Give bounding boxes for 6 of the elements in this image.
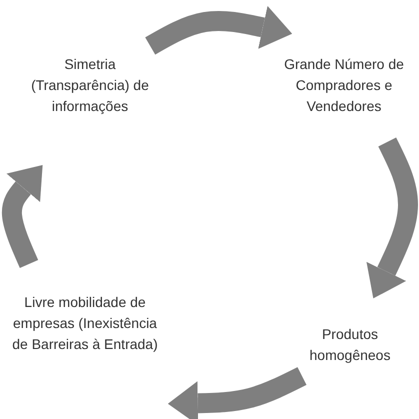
node-label: Simetria (Transparência) de informações bbox=[30, 54, 150, 116]
node-label: Produtos homogêneos bbox=[308, 325, 392, 365]
node-label: Livre mobilidade de empresas (Inexistência de Barreiras à Entrada) bbox=[11, 292, 159, 354]
curved-arrow bbox=[168, 367, 306, 419]
node-label: Grande Número de Compradores e Vendedores bbox=[283, 54, 405, 116]
curved-arrow bbox=[366, 137, 418, 298]
